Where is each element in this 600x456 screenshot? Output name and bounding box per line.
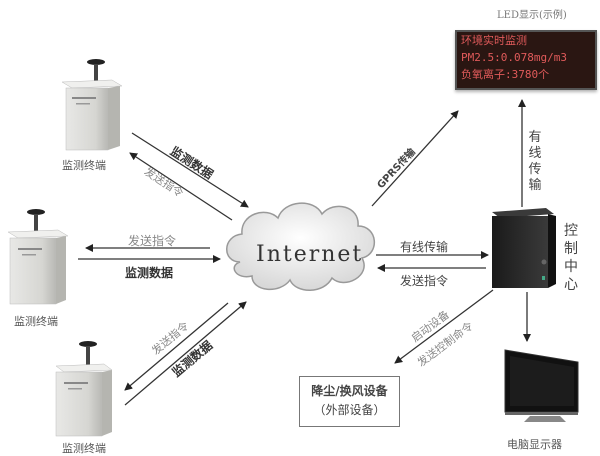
external-device-line-1: 降尘/换风设备 [311, 384, 388, 398]
control-center-label: 控制中心 [564, 223, 578, 293]
t2-cmd-label: 发送指令 [128, 234, 177, 248]
terminal-3-caption: 监测终端 [62, 442, 106, 455]
wired-led-label: 有线传输 [528, 130, 542, 193]
terminal-cabinet-1 [61, 59, 123, 151]
internet-label: Internet [256, 242, 364, 267]
computer-tower [492, 208, 556, 288]
external-device-box: 降尘/换风设备 （外部设备） [299, 376, 400, 427]
led-line-3: 负氧离子:3780个 [461, 68, 550, 81]
led-display: 环境实时监测 PM2.5:0.078mg/m3 负氧离子:3780个 [455, 30, 597, 90]
arrow-t1-data [131, 132, 249, 208]
terminal-cabinet-3 [55, 341, 113, 437]
terminal-2-caption: 监测终端 [14, 315, 58, 328]
arrow-t1-cmd [129, 152, 233, 221]
terminal-cabinet-2 [7, 209, 69, 305]
arrow-t3-data [124, 301, 247, 406]
terminal-1-caption: 监测终端 [62, 159, 106, 172]
arrow-control-device [394, 289, 494, 364]
wired-center-label: 有线传输 [400, 240, 449, 254]
arrow-t3-cmd [124, 302, 229, 391]
external-device-line-2: （外部设备） [313, 403, 386, 417]
lcd-monitor [504, 349, 579, 422]
led-title: LED显示(示例) [497, 10, 567, 21]
led-title-note: (示例) [538, 10, 567, 21]
led-line-2: PM2.5:0.078mg/m3 [461, 51, 567, 64]
arrow-gprs [371, 110, 459, 207]
internet-cloud [226, 202, 376, 291]
monitor-caption: 电脑显示器 [507, 438, 562, 451]
center-cmd-label: 发送指令 [400, 274, 449, 288]
t2-data-label: 监测数据 [125, 266, 174, 280]
led-line-1: 环境实时监测 [461, 34, 527, 47]
